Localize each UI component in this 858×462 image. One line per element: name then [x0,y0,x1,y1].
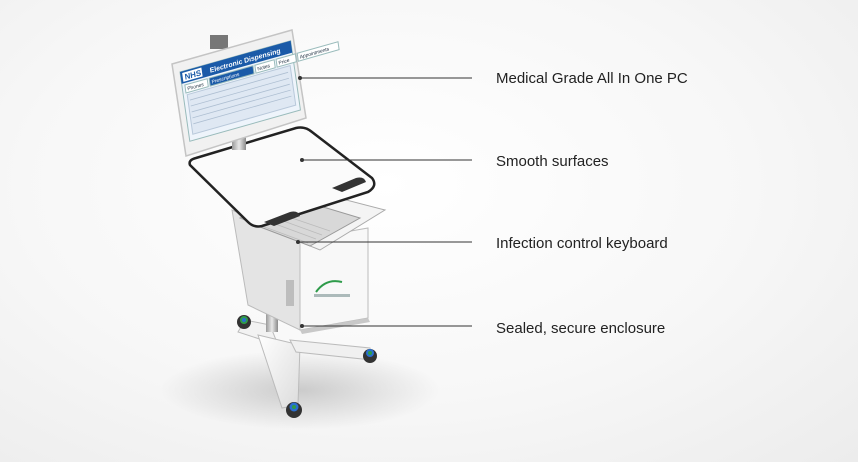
floor-shadow [160,350,440,430]
callout-dot [298,76,302,80]
callout-label-surfaces: Smooth surfaces [496,153,609,170]
callout-lines [296,76,472,328]
callout-dot [300,158,304,162]
callout-label-keyboard: Infection control keyboard [496,235,668,252]
screen-tab-bg [296,41,340,62]
screen-tabs: PhonesPrescriptionsNotesPriceAppointment… [184,41,340,94]
monitor-top-clamp [210,35,228,49]
worksurface [188,126,376,228]
callout-label-pc: Medical Grade All In One PC [496,70,688,87]
pc-screen: NHS Electronic Dispensing PhonesPrescrip… [179,40,340,142]
screen-tab-label: Price [278,58,290,67]
nhs-logo [182,67,203,82]
screen-tab-bg [208,65,255,87]
screen-tab-label: Phones [187,82,205,93]
screen-tab-bg [254,59,276,74]
screen-tab-label: Notes [257,63,271,73]
screen-tab-bg [184,78,209,94]
brand-logo-icon [315,280,343,293]
caster-wheels [237,315,377,418]
all-in-one-pc: NHS Electronic Dispensing PhonesPrescrip… [171,29,340,157]
enclosure-handle [286,280,294,306]
handle-slot-front-icon [264,211,300,226]
callout-dot [300,324,304,328]
handle-slot-right-icon [332,177,366,192]
screen-tab-bg [275,53,297,68]
callout-dot [296,240,300,244]
callout-label-enclosure: Sealed, secure enclosure [496,320,666,337]
